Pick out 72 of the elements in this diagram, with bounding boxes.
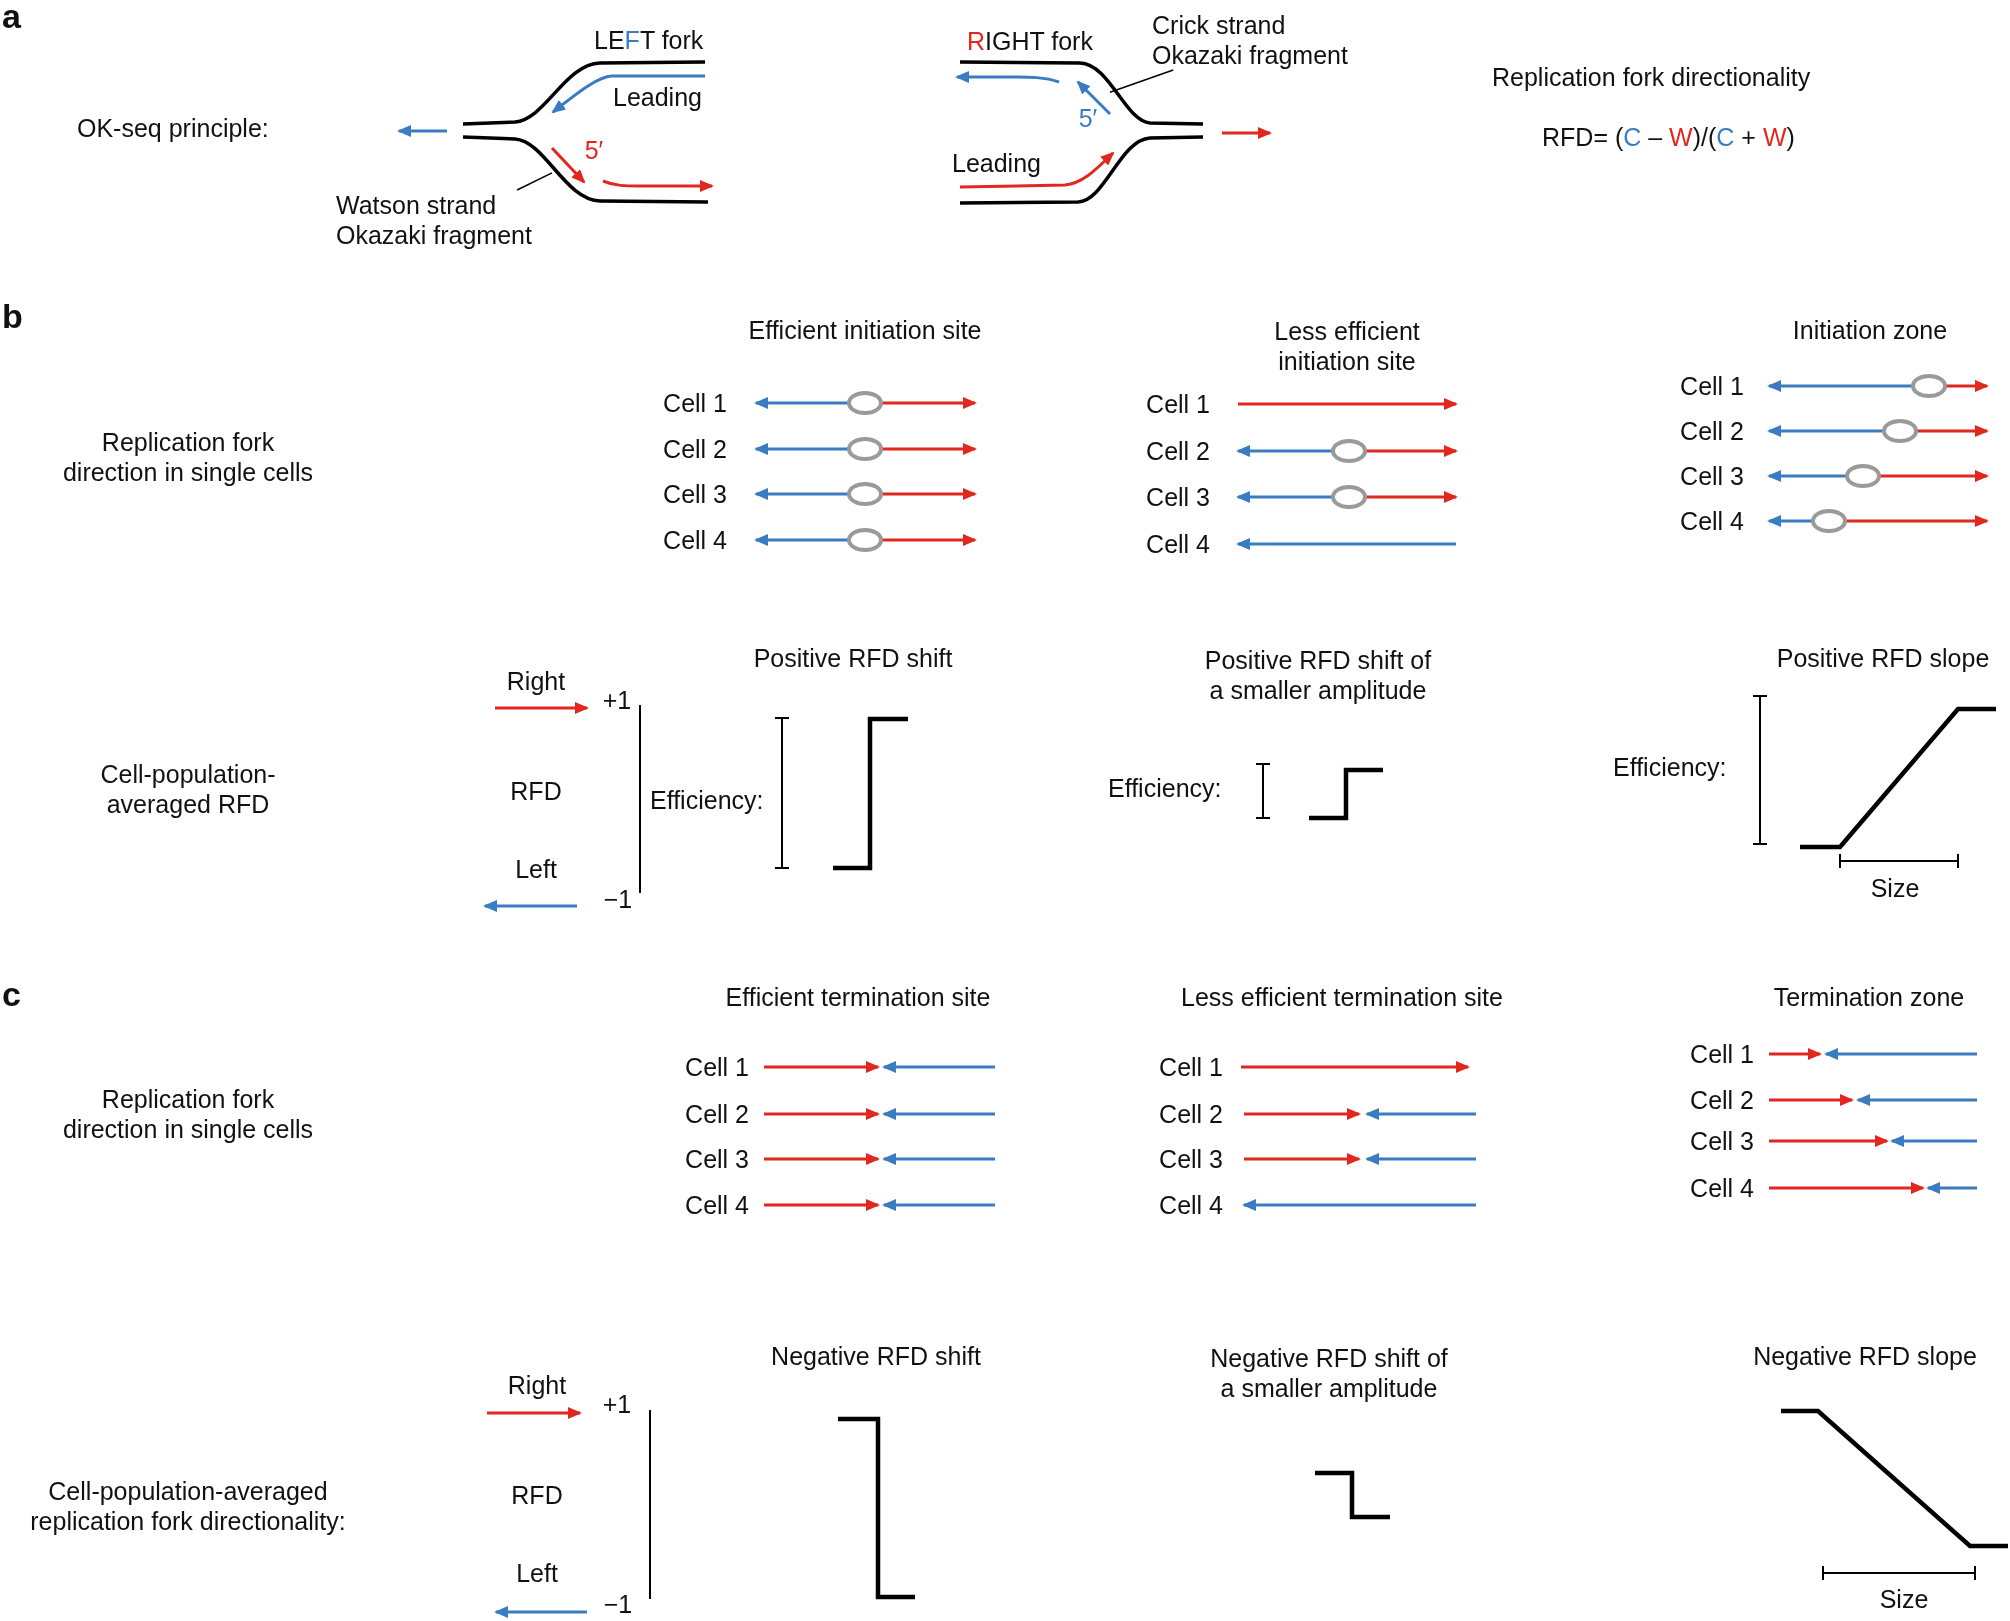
axis-tick-label: +1 — [602, 685, 632, 715]
end-label: 5′ — [1078, 103, 1098, 133]
cell-label: Cell 4 — [1680, 506, 1744, 536]
cell-label: Cell 4 — [663, 525, 727, 555]
formula-text: RFD= (C – W)/(C + W) — [1542, 122, 1795, 152]
fork-label: RIGHT fork — [967, 26, 1093, 56]
axis-label: Right — [507, 1370, 567, 1400]
axis-label: Left — [516, 1558, 558, 1588]
cell-label: Cell 3 — [1159, 1144, 1223, 1174]
row-label: Cell-population-averaged RFD — [99, 759, 277, 819]
cell-label: Cell 1 — [1690, 1039, 1754, 1069]
annotation-text: Watson strand Okazaki fragment — [336, 190, 576, 250]
row-label: Replication fork direction in single cells — [61, 1084, 315, 1144]
column-heading: Positive RFD shift — [753, 643, 953, 673]
axis-tick-label: −1 — [603, 884, 633, 914]
cell-label: Cell 2 — [1690, 1085, 1754, 1115]
cell-label: Cell 1 — [1146, 389, 1210, 419]
column-heading: Negative RFD shift of a smaller amplitude — [1209, 1343, 1449, 1403]
cell-label: Cell 3 — [1146, 482, 1210, 512]
bracket-label: Size — [1870, 873, 1920, 903]
cell-label: Cell 2 — [1146, 436, 1210, 466]
cell-label: Cell 3 — [663, 479, 727, 509]
cell-label: Cell 2 — [1680, 416, 1744, 446]
annotation-text: Crick strand Okazaki fragment — [1152, 10, 1364, 70]
leader-line — [516, 172, 553, 191]
column-heading: Negative RFD shift — [771, 1341, 981, 1371]
leader-line — [1109, 69, 1174, 94]
cell-label: Cell 4 — [1159, 1190, 1223, 1220]
cell-label: Cell 3 — [1680, 461, 1744, 491]
panel-letter: c — [2, 973, 21, 1015]
column-heading: Efficient initiation site — [748, 315, 982, 345]
bracket-label: Efficiency: — [650, 785, 764, 815]
cell-label: Cell 2 — [663, 434, 727, 464]
cell-label: Cell 4 — [1146, 529, 1210, 559]
column-heading: Positive RFD shift of a smaller amplitude — [1203, 645, 1433, 705]
bracket-label: Efficiency: — [1613, 752, 1727, 782]
column-heading: Termination zone — [1773, 982, 1965, 1012]
strand-label: Leading — [952, 148, 1041, 178]
column-heading: Initiation zone — [1792, 315, 1948, 345]
strand-label: Leading — [613, 82, 702, 112]
cell-label: Cell 2 — [685, 1099, 749, 1129]
row-label: OK-seq principle: — [77, 113, 269, 143]
heading-text: Replication fork directionality — [1492, 62, 1811, 92]
axis-label: Left — [515, 854, 557, 884]
axis-label: RFD — [511, 1480, 563, 1510]
panel-letter: a — [2, 0, 21, 37]
column-heading: Less efficient initiation site — [1273, 316, 1421, 376]
cell-label: Cell 3 — [685, 1144, 749, 1174]
axis-tick-label: −1 — [603, 1589, 633, 1619]
cell-label: Cell 4 — [685, 1190, 749, 1220]
cell-label: Cell 1 — [1680, 371, 1744, 401]
cell-label: Cell 4 — [1690, 1173, 1754, 1203]
cell-label: Cell 2 — [1159, 1099, 1223, 1129]
column-heading: Less efficient termination site — [1181, 982, 1503, 1012]
cell-label: Cell 1 — [1159, 1052, 1223, 1082]
bracket-label: Size — [1879, 1584, 1929, 1614]
row-label: Cell-population-averaged replication fork directionality: — [29, 1476, 347, 1536]
axis-label: Right — [506, 666, 566, 696]
panel-letter: b — [2, 295, 23, 337]
axis-label: RFD — [510, 776, 562, 806]
okazaki-fragment-arrow — [550, 146, 586, 184]
row-label: Replication fork direction in single cells — [61, 427, 315, 487]
cell-label: Cell 1 — [663, 388, 727, 418]
column-heading: Positive RFD slope — [1776, 643, 1990, 673]
end-label: 5′ — [584, 135, 604, 165]
cell-label: Cell 1 — [685, 1052, 749, 1082]
fork-label: LEFT fork — [594, 25, 704, 55]
axis-tick-label: +1 — [602, 1389, 632, 1419]
column-heading: Efficient termination site — [725, 982, 991, 1012]
cell-label: Cell 3 — [1690, 1126, 1754, 1156]
column-heading: Negative RFD slope — [1753, 1341, 1977, 1371]
bracket-label: Efficiency: — [1108, 773, 1222, 803]
